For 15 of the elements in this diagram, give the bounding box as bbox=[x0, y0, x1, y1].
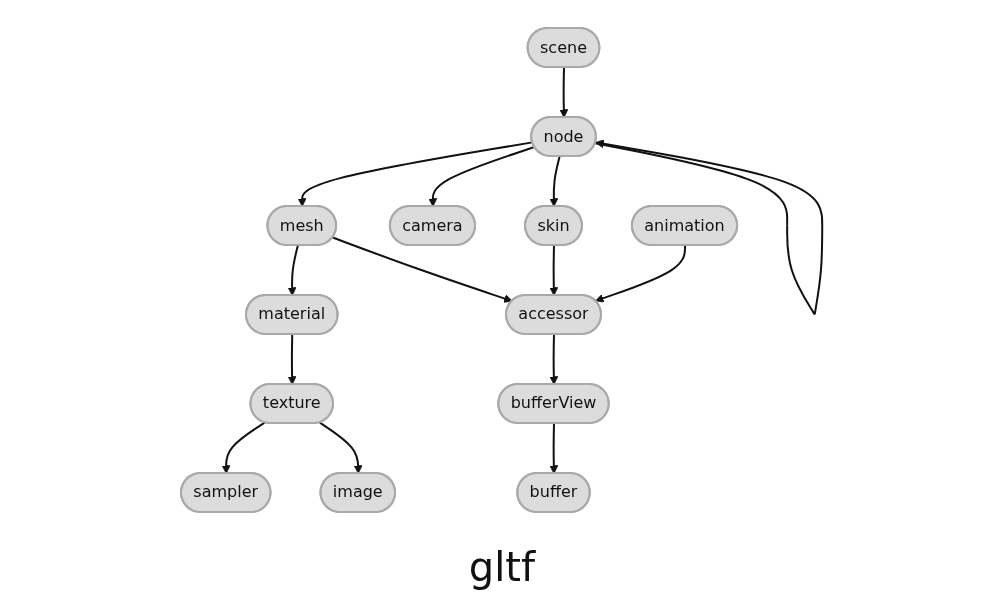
arrow bbox=[298, 141, 534, 207]
arrow bbox=[549, 333, 559, 385]
arrow bbox=[288, 333, 297, 385]
arrow bbox=[332, 236, 514, 303]
arrow bbox=[319, 421, 363, 474]
arrow bbox=[428, 146, 536, 207]
arrow bbox=[549, 155, 561, 207]
arrow bbox=[549, 244, 559, 296]
arrow bbox=[222, 421, 267, 474]
arrow bbox=[549, 422, 559, 474]
caption: gltf bbox=[468, 543, 536, 592]
arrow bbox=[594, 139, 824, 316]
arrow bbox=[559, 66, 569, 118]
arrow bbox=[595, 244, 687, 303]
arrow bbox=[288, 244, 300, 296]
